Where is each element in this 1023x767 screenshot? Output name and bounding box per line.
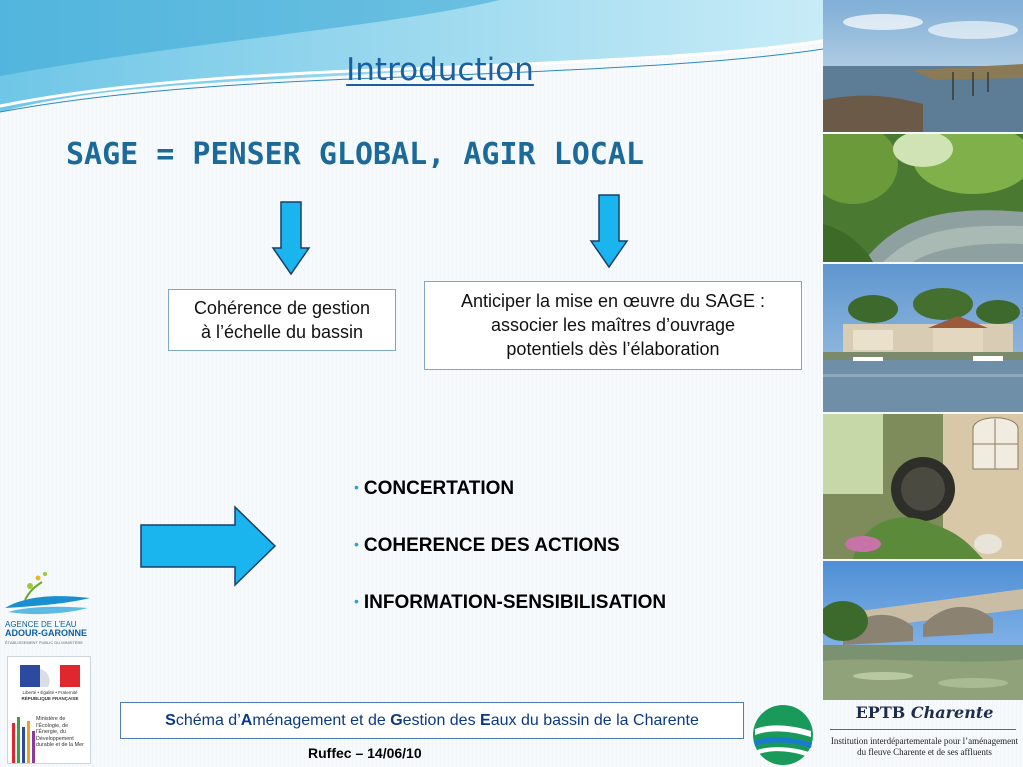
eptb-sub-line1: Institution interdépartementale pour l’a… (830, 736, 1019, 746)
footer-initial-e: E (480, 712, 491, 729)
bullet-text: CONCERTATION (363, 478, 515, 499)
anticiper-box-line2: associer les maîtres d’ouvrage (490, 315, 736, 335)
ministry-header: Liberté • Égalité • Fraternité RÉPUBLIQU… (15, 690, 85, 702)
coherence-box: Cohérence de gestion à l’échelle du bass… (168, 289, 396, 351)
footer-caption: Schéma d’Aménagement et de Gestion des E… (120, 702, 744, 739)
coherence-box-line2: à l’échelle du bassin (200, 322, 364, 342)
bullet-text: INFORMATION-SENSIBILISATION (363, 592, 667, 613)
photo-column (823, 0, 1023, 700)
eptb-title-b: Charente (910, 703, 994, 722)
photo-estuary (823, 0, 1023, 132)
footer-text-1: chéma d’ (175, 712, 241, 729)
slide-title: Introduction (346, 52, 534, 88)
ministry-name: Ministère de l’Écologie, de l’Énergie, d… (36, 716, 84, 748)
anticiper-box-line3: potentiels dès l’élaboration (506, 339, 720, 359)
footer-text-4: aux du bassin de la Charente (490, 712, 699, 729)
footer-initial-s: S (165, 712, 176, 729)
anticiper-box-line1: Anticiper la mise en œuvre du SAGE : (460, 291, 766, 311)
eptb-divider (830, 729, 1016, 730)
down-arrow-right-icon (589, 194, 629, 269)
marianne-flag-icon (20, 665, 80, 687)
anticiper-box: Anticiper la mise en œuvre du SAGE : ass… (424, 281, 802, 370)
right-arrow-icon (140, 505, 277, 587)
slide-subtitle: SAGE = PENSER GLOBAL, AGIR LOCAL (66, 137, 644, 172)
bullet-dot-icon: • (354, 593, 359, 609)
ministry-logo (7, 656, 91, 764)
agence-line2: ADOUR-GARONNE (5, 628, 87, 638)
agence-line3: ÉTABLISSEMENT PUBLIC DU MINISTÈRE (5, 640, 84, 645)
photo-town-river (823, 264, 1023, 412)
eptb-sub-line2: du fleuve Charente et de ses affluents (857, 747, 992, 757)
ministry-stripes-decoration (12, 717, 35, 763)
bullet-text: COHERENCE DES ACTIONS (363, 535, 620, 556)
eptb-subtitle: Institution interdépartementale pour l’a… (826, 736, 1023, 758)
agence-eau-label: AGENCE DE L’EAU ADOUR-GARONNE ÉTABLISSEM… (5, 620, 87, 647)
bullet-dot-icon: • (354, 536, 359, 552)
agence-line1: AGENCE DE L’EAU (5, 620, 77, 629)
bullet-item: •INFORMATION-SENSIBILISATION (354, 592, 666, 614)
bullet-dot-icon: • (354, 479, 359, 495)
ministry-motto: Liberté • Égalité • Fraternité (22, 690, 78, 695)
photo-watermill (823, 414, 1023, 559)
bullet-item: •CONCERTATION (354, 478, 514, 500)
eptb-title: EPTB Charente (826, 703, 1023, 722)
presentation-date: Ruffec – 14/06/10 (308, 745, 422, 761)
eptb-title-a: EPTB (855, 703, 911, 722)
footer-text-2: ménagement et de (252, 712, 391, 729)
ministry-republic: RÉPUBLIQUE FRANÇAISE (21, 696, 79, 701)
agence-eau-logo (5, 572, 90, 615)
photo-river-trees (823, 134, 1023, 262)
coherence-box-line1: Cohérence de gestion (193, 298, 371, 318)
photo-bridge (823, 561, 1023, 700)
footer-initial-a: A (240, 712, 253, 729)
bullet-item: •COHERENCE DES ACTIONS (354, 535, 620, 557)
header-wave-decoration (0, 0, 830, 113)
down-arrow-left-icon (271, 201, 311, 276)
eptb-globe-logo (753, 705, 813, 765)
footer-text-3: estion des (402, 712, 481, 729)
footer-initial-g: G (390, 712, 403, 729)
